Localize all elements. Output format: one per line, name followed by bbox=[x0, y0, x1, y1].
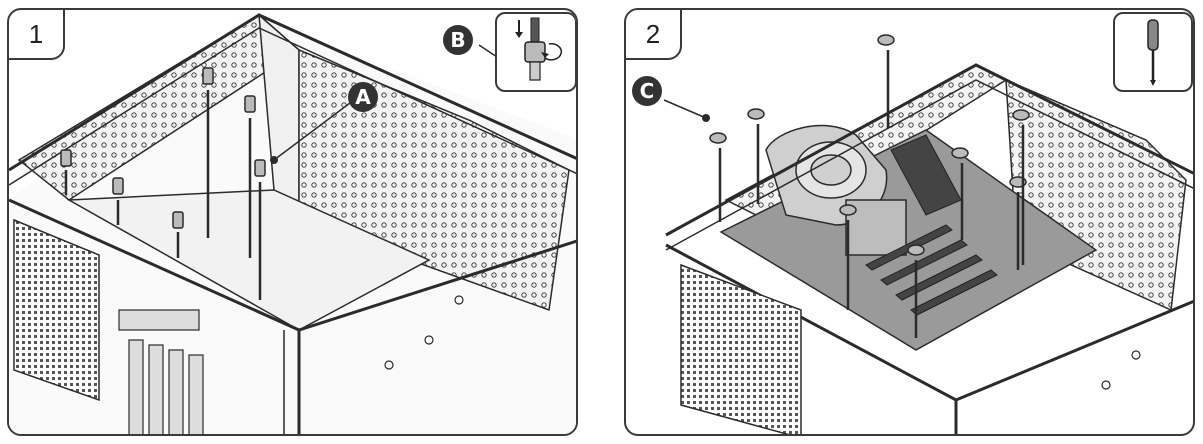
step-2-panel: 2 C bbox=[624, 8, 1195, 436]
screwdriver-icon bbox=[1147, 19, 1159, 86]
case-interior-illustration bbox=[9, 13, 576, 434]
step-1-panel: 1 A B bbox=[7, 8, 578, 436]
step-number: 2 bbox=[626, 10, 682, 60]
standoff-screw-inset bbox=[495, 12, 576, 92]
screw-driver-standoff-icon bbox=[515, 17, 563, 81]
callout-c: C bbox=[632, 76, 662, 106]
step-number: 1 bbox=[9, 10, 65, 60]
callout-a: A bbox=[348, 82, 378, 112]
tool-inset bbox=[1113, 12, 1193, 92]
callout-b: B bbox=[443, 25, 473, 55]
case-motherboard-illustration bbox=[663, 34, 1193, 434]
